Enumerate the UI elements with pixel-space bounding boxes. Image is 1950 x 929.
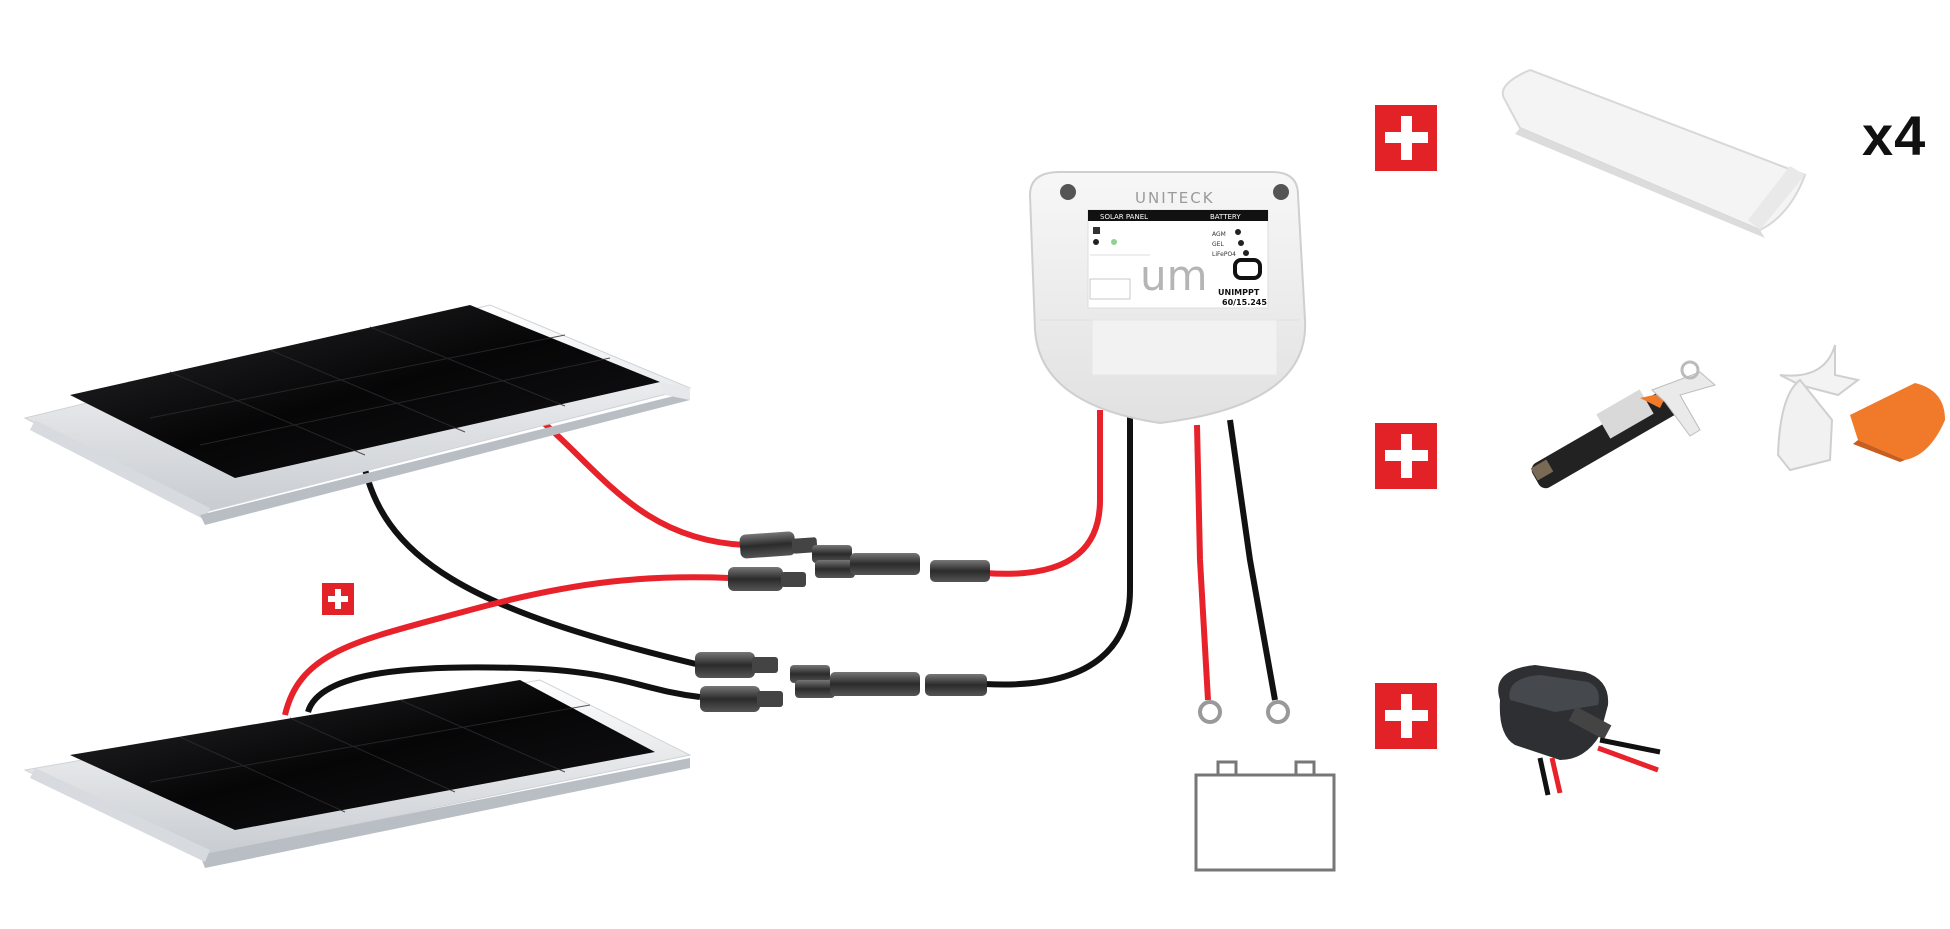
mc4-connector-icon bbox=[739, 531, 818, 559]
controller-status-gel: GEL bbox=[1212, 241, 1224, 248]
panel2-negative-cable bbox=[305, 664, 701, 714]
controller-brand: UNITECK bbox=[1135, 189, 1215, 207]
solar-panel-top bbox=[23, 304, 692, 525]
mc4-connector-icon bbox=[728, 567, 806, 591]
mc4-connectors bbox=[695, 531, 990, 712]
plus-icon bbox=[322, 583, 354, 615]
combined-negative-cable bbox=[984, 415, 1133, 688]
mc4-connector-icon bbox=[695, 652, 778, 678]
battery-negative-cable bbox=[1227, 419, 1278, 701]
controller-header-left: SOLAR PANEL bbox=[1100, 213, 1148, 221]
y-branch-connector-icon bbox=[812, 545, 990, 582]
controller-rating: 60/15.245 bbox=[1222, 298, 1267, 307]
bracket-quantity-label: x4 bbox=[1862, 104, 1927, 167]
plus-icon bbox=[1375, 423, 1437, 489]
solar-panel-bottom bbox=[23, 679, 692, 868]
plus-icon bbox=[1375, 105, 1437, 171]
y-branch-connector-icon bbox=[790, 665, 987, 698]
mounting-bracket-icon bbox=[1501, 68, 1807, 238]
controller-status-agm: AGM bbox=[1212, 231, 1226, 238]
plus-icon bbox=[1375, 683, 1437, 749]
panel1-negative-cable bbox=[359, 454, 701, 668]
charge-controller-icon: SOLAR PANEL BATTERY UNITECK um UNIMPPT 6… bbox=[1028, 171, 1307, 425]
battery-icon bbox=[1194, 700, 1336, 872]
controller-model: UNIMPPT bbox=[1218, 288, 1260, 297]
controller-logo: um bbox=[1140, 251, 1208, 300]
combined-positive-cable bbox=[984, 410, 1103, 577]
controller-header-right: BATTERY bbox=[1210, 213, 1241, 221]
battery-positive-cable bbox=[1194, 424, 1211, 701]
panel2-positive-cable bbox=[282, 574, 731, 716]
controller-status-lifepo4: LiFePO4 bbox=[1212, 251, 1236, 258]
sealant-tube-icon bbox=[1530, 360, 1717, 489]
cable-gland-icon bbox=[1498, 665, 1661, 796]
panel1-positive-cable bbox=[536, 415, 746, 548]
roof-entry-icon bbox=[1776, 344, 1945, 472]
mc4-connector-icon bbox=[700, 686, 783, 712]
cables bbox=[282, 410, 1278, 716]
